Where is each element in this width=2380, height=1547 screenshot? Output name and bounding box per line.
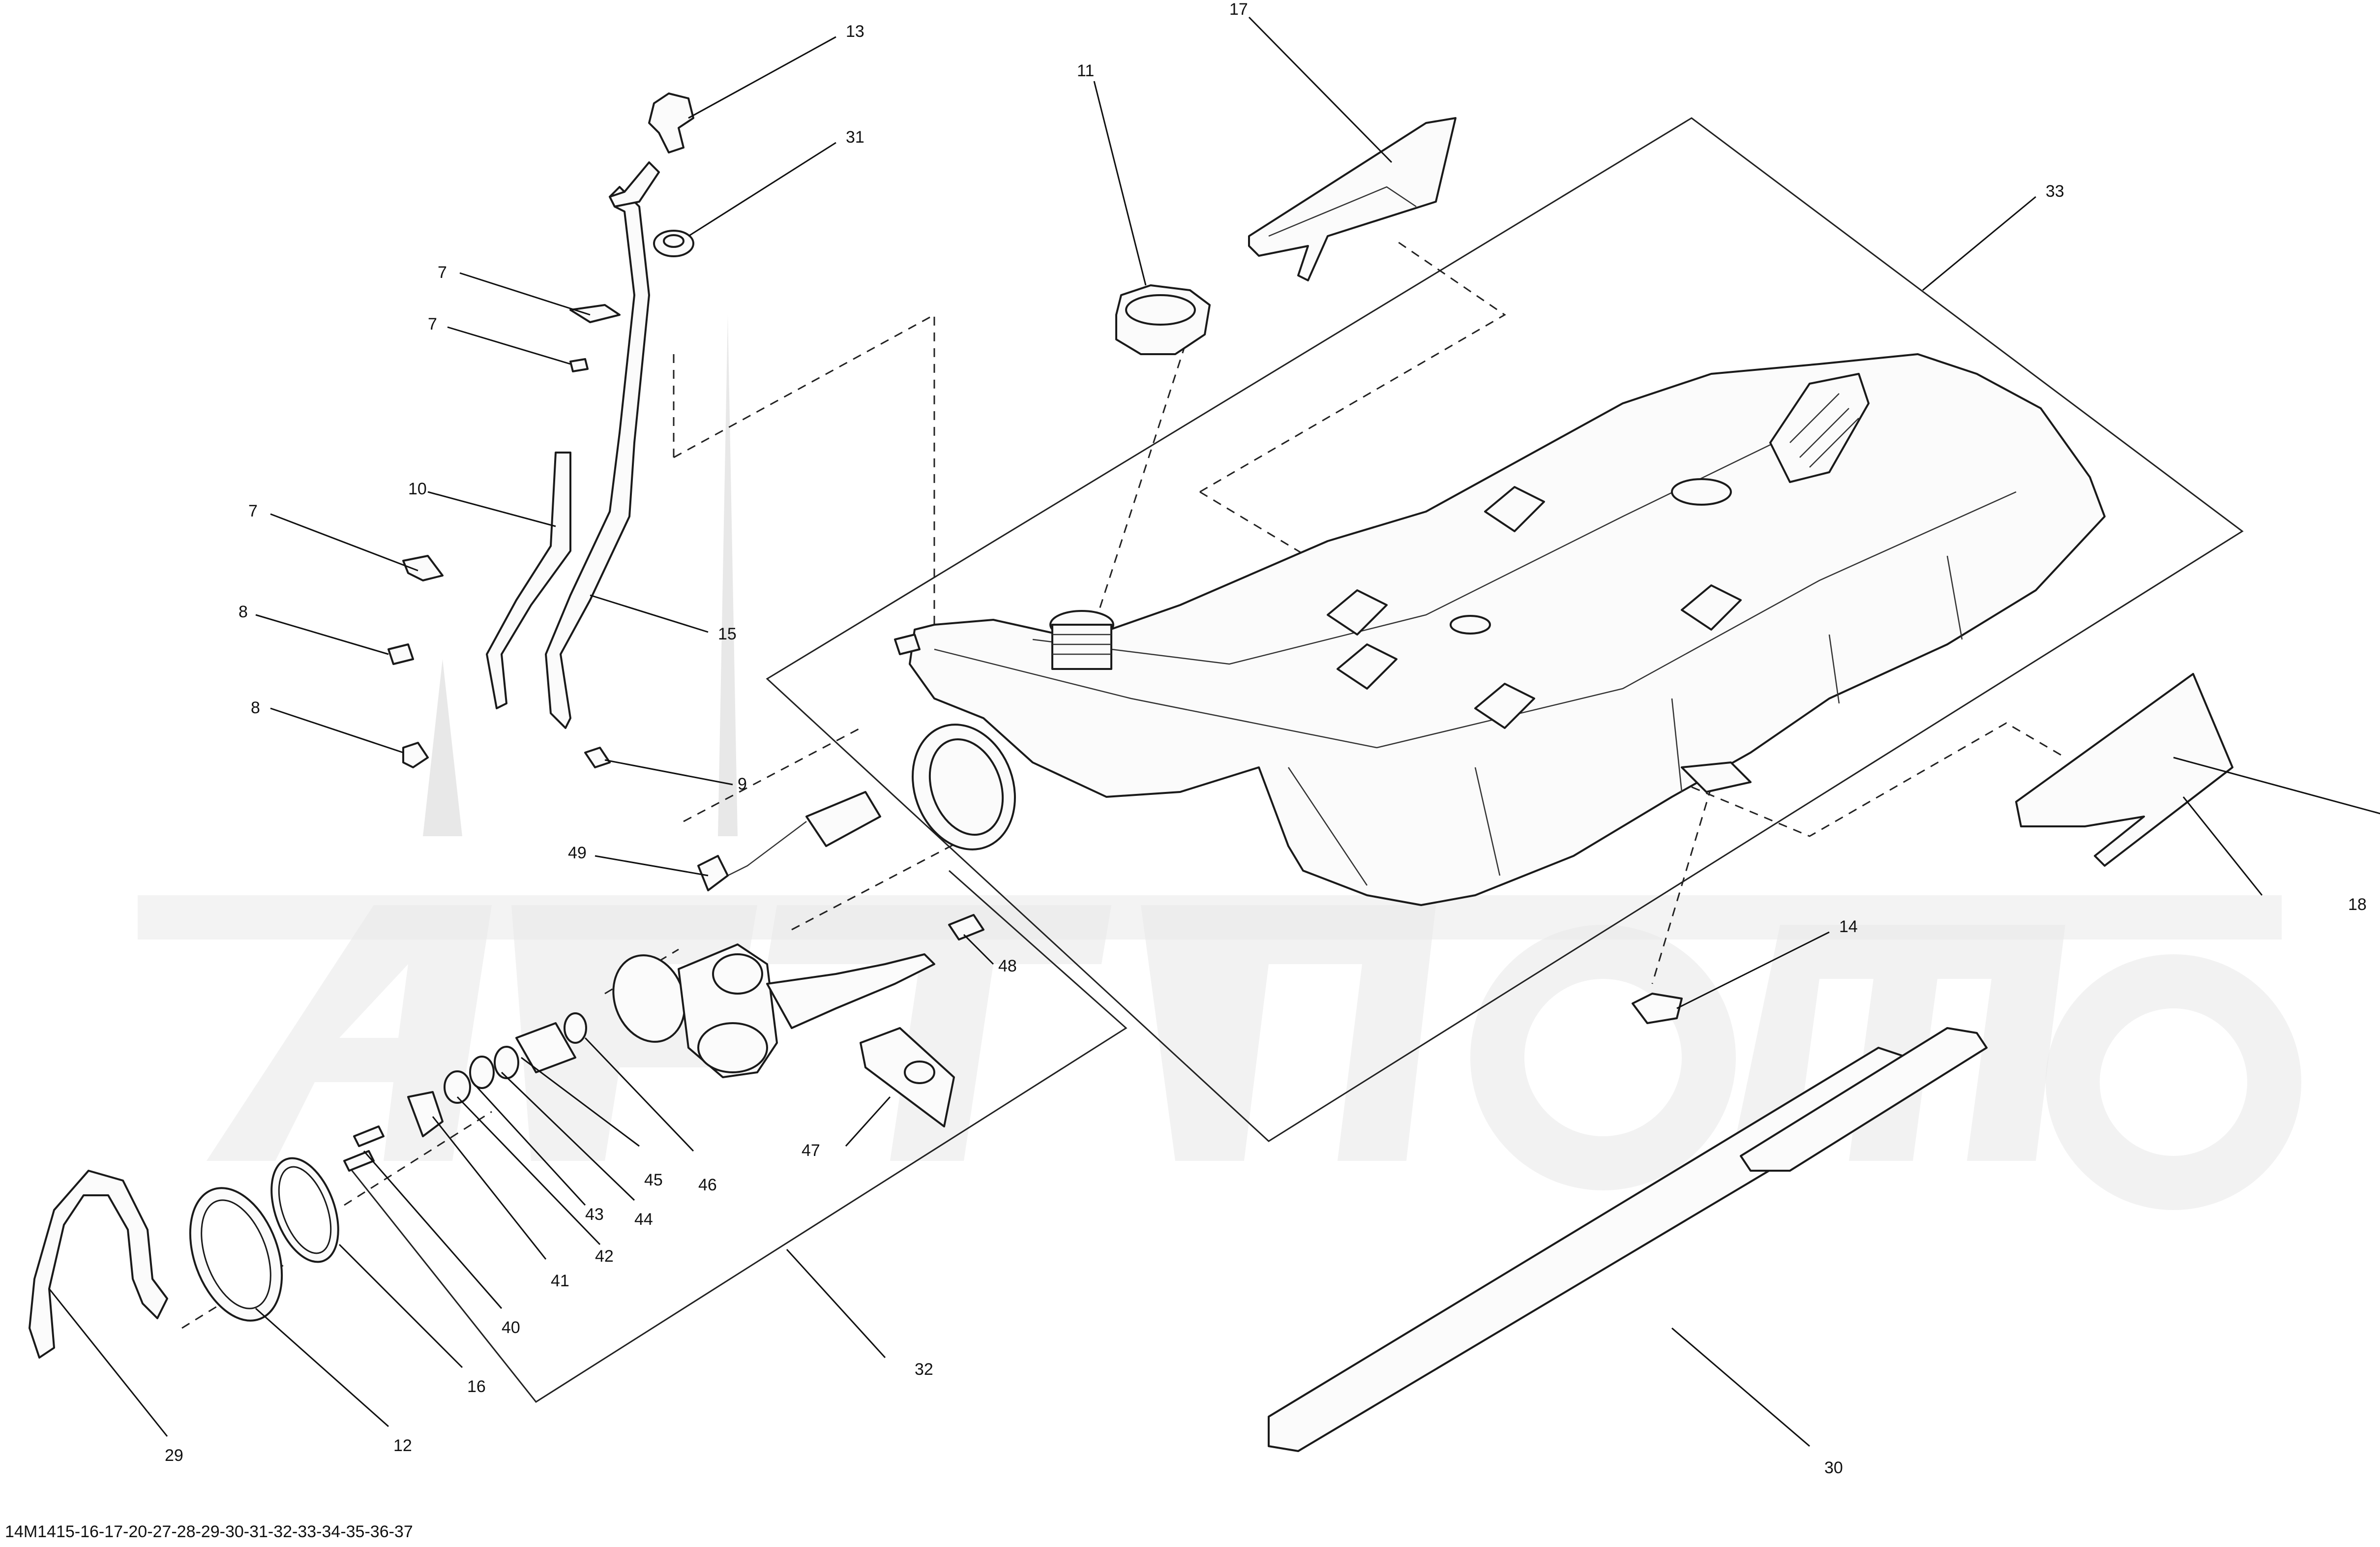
protector-pad-30 bbox=[1268, 1027, 1988, 1452]
callout-14: 14 bbox=[1839, 917, 1858, 936]
clamps-7 bbox=[402, 304, 621, 581]
oring-16 bbox=[270, 1157, 339, 1263]
callout-labels: 13 17 11 31 33 7 7 10 7 8 15 8 9 49 18 1… bbox=[165, 0, 2367, 1477]
clip-9 bbox=[584, 747, 611, 768]
callout-12: 12 bbox=[393, 1436, 412, 1455]
callout-9: 9 bbox=[738, 775, 747, 793]
callout-49: 49 bbox=[568, 844, 587, 862]
callout-7c: 7 bbox=[248, 502, 258, 520]
callout-30: 30 bbox=[1824, 1458, 1843, 1477]
diagram-reference-code: 14M1415-16-17-20-27-28-29-30-31-32-33-34… bbox=[5, 1522, 413, 1541]
grommet-14 bbox=[1632, 993, 1683, 1024]
callout-10: 10 bbox=[408, 480, 427, 498]
callout-29: 29 bbox=[165, 1446, 183, 1465]
callout-46: 46 bbox=[698, 1176, 717, 1194]
vent-valve-48 bbox=[948, 914, 984, 940]
fuel-gauge-sender-49 bbox=[697, 791, 881, 891]
callout-44: 44 bbox=[634, 1210, 653, 1229]
hose-10 bbox=[486, 452, 571, 709]
fuel-line-29 bbox=[29, 1170, 168, 1359]
fuel-cap-11 bbox=[1115, 284, 1211, 355]
grommet-31 bbox=[653, 230, 694, 257]
assembly-33-outline bbox=[766, 117, 2244, 1142]
callout-41: 41 bbox=[551, 1272, 569, 1290]
callout-18: 18 bbox=[2348, 895, 2367, 914]
callout-32: 32 bbox=[915, 1360, 933, 1379]
callout-47: 47 bbox=[802, 1141, 820, 1160]
callout-15: 15 bbox=[718, 625, 737, 643]
callout-7b: 7 bbox=[428, 315, 437, 334]
callout-8a: 8 bbox=[238, 603, 248, 621]
locking-ring-12 bbox=[189, 1187, 283, 1322]
callout-16: 16 bbox=[467, 1377, 486, 1396]
callout-7a: 7 bbox=[438, 263, 447, 282]
leader-lines bbox=[48, 16, 2380, 1447]
heat-shield-17 bbox=[1248, 117, 1457, 281]
callout-8b: 8 bbox=[251, 698, 260, 717]
callout-48: 48 bbox=[998, 957, 1017, 975]
pressure-regulator-47 bbox=[860, 1027, 955, 1127]
callout-45: 45 bbox=[644, 1171, 663, 1189]
callout-33: 33 bbox=[2046, 182, 2064, 201]
fuel-tank bbox=[894, 353, 2106, 906]
callout-40: 40 bbox=[502, 1318, 520, 1337]
callout-42: 42 bbox=[595, 1247, 614, 1266]
breather-13 bbox=[609, 92, 694, 208]
hose-15 bbox=[545, 186, 650, 729]
callout-13: 13 bbox=[846, 22, 864, 41]
heat-shield-18 bbox=[2015, 673, 2233, 867]
callout-17: 17 bbox=[1229, 0, 1248, 19]
callout-11: 11 bbox=[1077, 61, 1094, 80]
callout-31: 31 bbox=[846, 128, 864, 147]
callout-43: 43 bbox=[585, 1205, 604, 1224]
fuel-pump-assembly bbox=[612, 943, 935, 1078]
filter-parts-40-46 bbox=[343, 1012, 587, 1172]
clips-8 bbox=[387, 643, 429, 768]
